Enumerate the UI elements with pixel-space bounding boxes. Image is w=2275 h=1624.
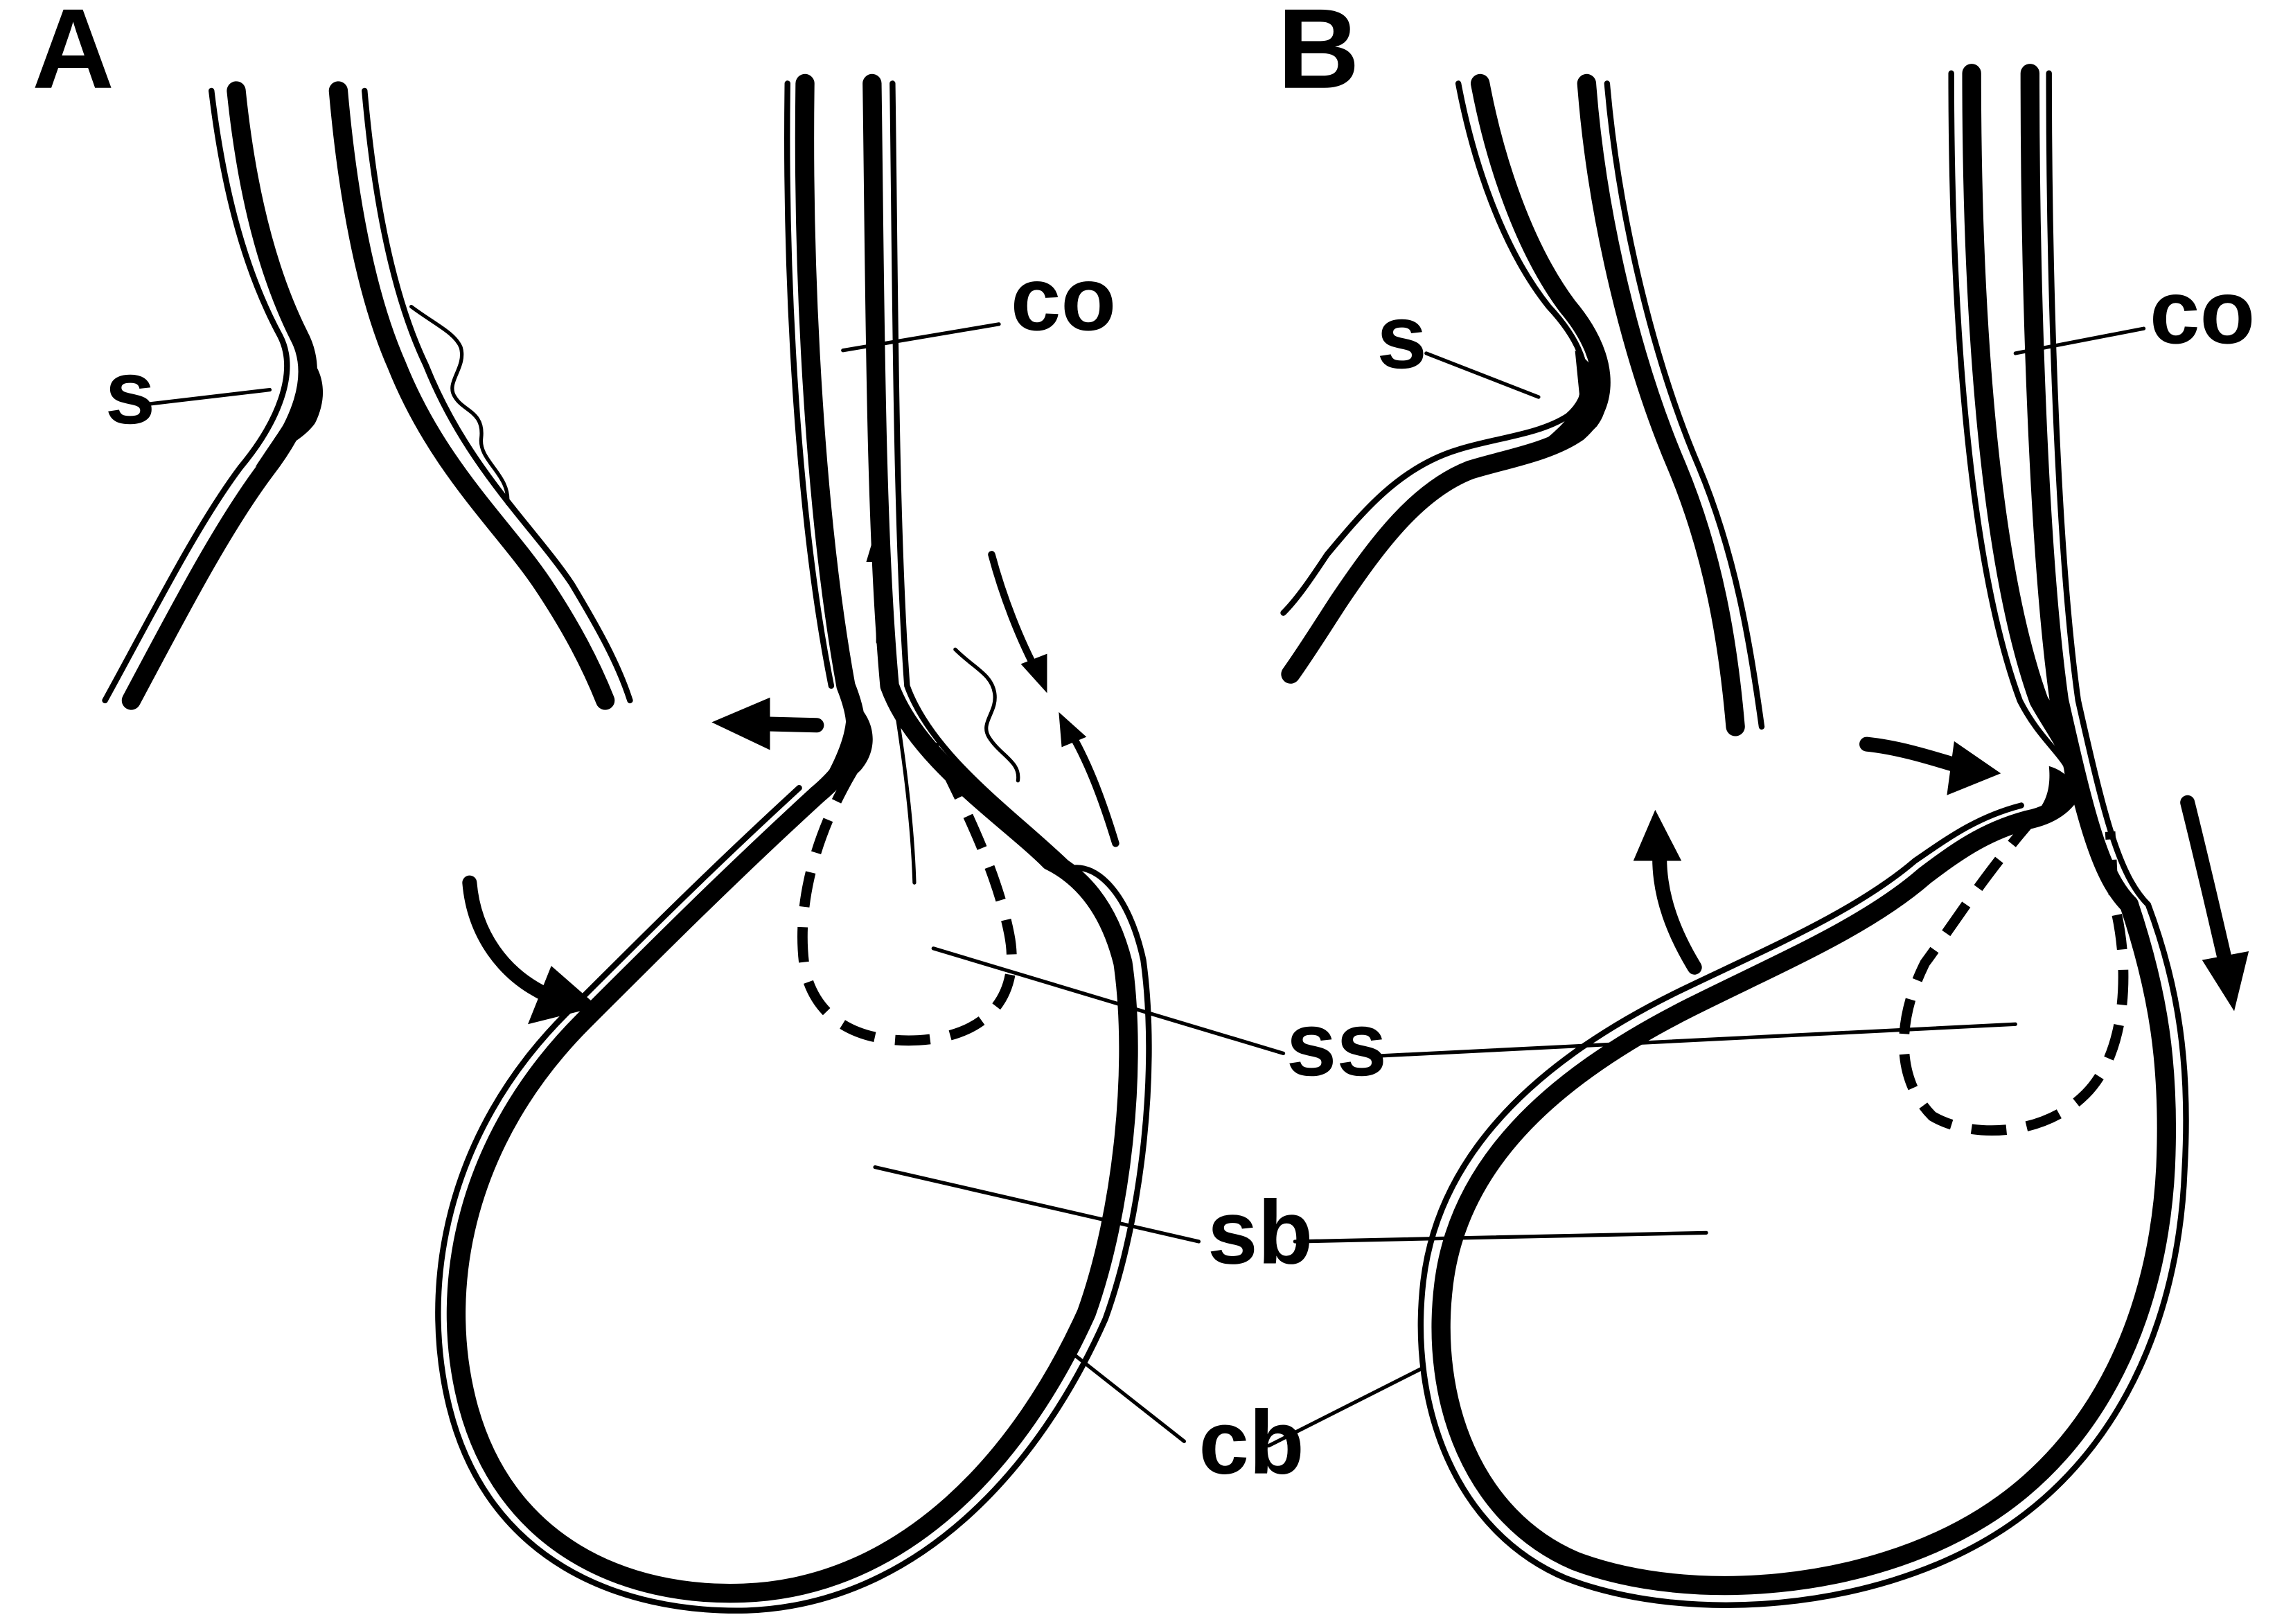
panel-b-s-thickening: [1523, 350, 1606, 456]
label-sb: sb: [1207, 1182, 1313, 1283]
panel-a-leaders: [143, 322, 1286, 1443]
panel-a-bulb-structure: [435, 73, 1152, 1614]
label-cb: cb: [1198, 1392, 1304, 1493]
panel-b-bulb-structure: [1417, 64, 2189, 1608]
label-co: co: [1011, 248, 1116, 349]
panel-a: A: [32, 0, 1286, 1614]
panel-b-duct-thickening: [2024, 766, 2075, 824]
label-s: s: [105, 342, 156, 443]
label-ss: ss: [1286, 994, 1387, 1095]
panel-a-arrow-thin-up: [1059, 712, 1087, 748]
panel-b-arrows: [1633, 736, 2249, 1012]
panel-b-arrow-down: [2202, 951, 2249, 1012]
panel-a-duct-thickening: [809, 697, 873, 806]
panel-b-left-duct: [1280, 73, 1765, 736]
panel-a-letter: A: [32, 0, 114, 112]
label-co-b: co: [2150, 261, 2255, 362]
panel-a-ss-outline: [797, 741, 1017, 1046]
panel-b: B: [1266, 0, 2255, 1608]
panel-a-arrow-inner-up: [866, 532, 887, 562]
panel-a-s-thickening: [255, 347, 324, 468]
label-s-b: s: [1376, 286, 1427, 387]
panel-a-arrows: [462, 532, 1119, 1025]
panel-b-arrow-up: [1633, 809, 1682, 861]
panel-a-arrow-thin-down: [1020, 653, 1047, 694]
panel-b-leaders: [1266, 326, 2146, 1448]
panel-b-ss-outline: [1899, 813, 2129, 1136]
panel-a-arrow-left: [711, 697, 770, 750]
panel-b-arrow-right: [1947, 741, 2001, 795]
panel-a-left-duct: [102, 81, 633, 710]
panel-a-arrow-curved-down: [528, 966, 599, 1025]
panel-b-letter: B: [1277, 0, 1360, 112]
